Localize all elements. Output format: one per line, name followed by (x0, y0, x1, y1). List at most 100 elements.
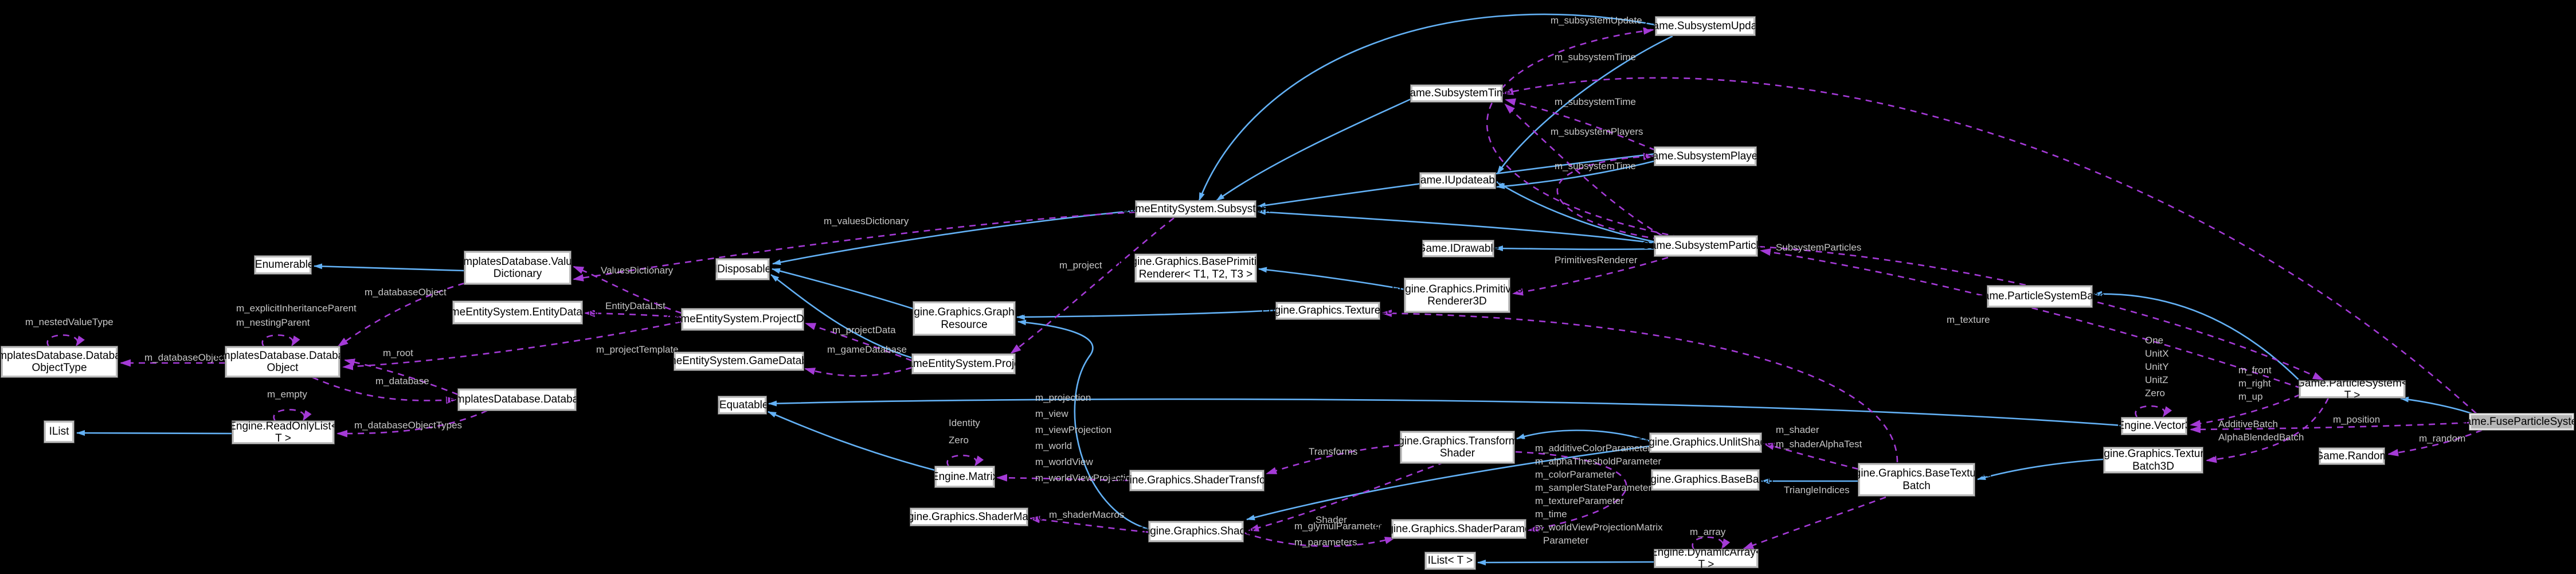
edge-subsystemplayers-to-iupdateable (1496, 159, 1657, 189)
edge-use-projectdata (805, 322, 913, 362)
node-subsystem-players[interactable]: Game.SubsystemPlayers (1644, 146, 1767, 166)
edge-subsystemtime-to-subsystem (1216, 97, 1412, 202)
edge-use-shaderparams (1243, 532, 1396, 547)
node-base-primitives-renderer[interactable]: Engine.Graphics.BasePrimitives Renderer<… (1118, 253, 1274, 283)
node-ilist-t[interactable]: IList< T > (1424, 552, 1476, 570)
node-database[interactable]: TemplatesDatabase.Database (444, 388, 590, 411)
node-textured-batch3d[interactable]: Engine.Graphics.Textured Batch3D (2090, 447, 2216, 474)
edge-label: m_front (2238, 365, 2272, 376)
edge-label: m_subsystemPlayers (1551, 126, 1643, 137)
node-base-batch[interactable]: Engine.Graphics.BaseBatch (1637, 469, 1774, 491)
node-project[interactable]: GameEntitySystem.Project (898, 353, 1029, 374)
node-shader-macro[interactable]: Engine.Graphics.ShaderMacro (895, 507, 1043, 526)
edge-label: Transforms (1309, 446, 1358, 457)
edge-label: m_view (1035, 408, 1068, 419)
edge-label: m_explicitInheritanceParent (236, 303, 357, 314)
edge-use-subsystemparticles (1760, 248, 2302, 389)
node-database-object-type[interactable]: TemplatesDatabase.Database ObjectType (0, 346, 132, 378)
node-iequatable[interactable]: IEquatable (717, 396, 768, 415)
node-graphics-resource[interactable]: Engine.Graphics.Graphics Resource (901, 301, 1028, 336)
edge-particlesystem-to-particlesystembase (2093, 291, 2305, 386)
node-readonly-list[interactable]: Engine.ReadOnlyList< T > (229, 420, 338, 444)
node-transformed-shader[interactable]: Engine.Graphics.Transformed Shader (1385, 431, 1530, 464)
node-particle-system-base[interactable]: Game.ParticleSystemBase (1975, 285, 2105, 308)
node-iupdateable[interactable]: Game.IUpdateable (1412, 172, 1504, 189)
edge-label: One (2145, 335, 2164, 346)
node-database-object[interactable]: TemplatesDatabase.Database Object (210, 346, 355, 378)
edge-label: TriangleIndices (1784, 485, 1850, 495)
node-particle-system-t[interactable]: Game.ParticleSystem< T > (2296, 377, 2408, 401)
edge-project-to-idisposable (770, 274, 914, 360)
edge-label: m_parameters (1294, 537, 1357, 548)
edge-label: m_right (2238, 378, 2271, 389)
edge-label: m_subsystemUpdate (1551, 15, 1642, 26)
edge-use-position (2190, 421, 2470, 434)
edge-use-shadermacros (1029, 516, 1149, 533)
edge-use-subsystemtime-from-fuse (1502, 77, 2477, 414)
edge-use-valuesdictionary (573, 265, 682, 314)
edge-label: m_nestedValueType (25, 317, 113, 327)
edge-label: m_subsystemTime (1555, 96, 1637, 107)
edge-loop-matrix (946, 454, 984, 467)
edge-use-entitydatalist (584, 309, 682, 318)
edge-label: AdditiveBatch (2218, 419, 2278, 429)
edge-label: UnitX (2145, 348, 2169, 359)
edge-use-gamedatabase (804, 366, 913, 377)
edge-label: m_projectData (832, 325, 896, 335)
node-fuse-particle-system: Game.FuseParticleSystem (2457, 413, 2576, 431)
node-texture2d[interactable]: Engine.Graphics.Texture2D (1261, 302, 1395, 320)
edge-subsystemupdate-to-iupdateable (1496, 35, 1673, 174)
node-primitives-renderer3d[interactable]: Engine.Graphics.Primitives Renderer3D (1392, 278, 1522, 313)
node-random[interactable]: Game.Random (2315, 447, 2389, 465)
edge-label: m_up (2238, 391, 2263, 402)
edge-label: AlphaBlendedBatch (2218, 432, 2304, 443)
node-unlit-shader[interactable]: Engine.Graphics.UnlitShader (1635, 432, 1776, 453)
edge-label: m_valuesDictionary (824, 216, 909, 227)
node-shader-transforms[interactable]: Engine.Graphics.ShaderTransforms (1110, 470, 1283, 491)
edge-label: m_time (1535, 509, 1567, 520)
node-idrawable[interactable]: Game.IDrawable (1418, 240, 1499, 257)
edge-label: m_worldViewProjectionMatrix (1535, 522, 1663, 533)
edge-loop-databaseobjecttype (46, 334, 85, 347)
edge-subsystemparticles-to-idrawable (1494, 245, 1656, 252)
edge-label: m_databaseObject (365, 287, 447, 298)
node-base-textured-batch[interactable]: Engine.Graphics.BaseTextured Batch (1842, 463, 1991, 497)
node-dynamic-array[interactable]: Engine.DynamicArray< T > (1650, 546, 1762, 571)
node-subsystem-particles[interactable]: Game.SubsystemParticles (1642, 235, 1770, 257)
edge-label: m_textureParameter (1535, 495, 1624, 506)
node-vector3[interactable]: Engine.Vector3 (2117, 417, 2191, 435)
edge-texture2d-to-graphicsresource (1016, 309, 1278, 320)
node-ienumerable[interactable]: IEnumerable (252, 255, 314, 275)
node-project-data[interactable]: GameEntitySystem.ProjectData (666, 308, 819, 331)
node-gameentitysystem-subsystem[interactable]: GameEntitySystem.Subsystem (1121, 200, 1271, 218)
edge-label: m_alphaThresholdParameter (1535, 456, 1662, 467)
edge-label: m_database (375, 376, 429, 386)
node-shader[interactable]: Engine.Graphics.Shader (1137, 521, 1255, 542)
node-shader-parameter[interactable]: Engine.Graphics.ShaderParameter (1374, 519, 1544, 539)
node-values-dictionary[interactable]: TemplatesDatabase.Values Dictionary (452, 251, 584, 285)
edge-loop-readonlylist (273, 409, 312, 421)
edge-label: Zero (2145, 388, 2165, 399)
edge-label: UnitY (2145, 361, 2169, 372)
node-ilist[interactable]: IList (44, 420, 75, 443)
edge-use-databaseobjecttypes (336, 409, 488, 438)
node-matrix[interactable]: Engine.Matrix (931, 466, 998, 488)
node-game-database[interactable]: GameEntitySystem.GameDatabase (653, 352, 825, 371)
edge-unlitshader-to-transformedshader (1516, 429, 1650, 442)
node-idisposable[interactable]: IDisposable (714, 258, 771, 280)
edge-use-transforms (1266, 444, 1401, 475)
edge-subsystemparticles-to-iupdateable (1496, 181, 1656, 243)
edge-use-subsystemupdate (1486, 27, 1680, 238)
edge-use-parameters-arc (1515, 451, 1627, 533)
edge-valuesdictionary-to-ienumerable (314, 263, 465, 272)
edge-use-random (2387, 429, 2483, 456)
edge-use-subsystemtime-from-particles (1504, 103, 1663, 237)
edge-label: m_colorParameter (1535, 469, 1615, 480)
node-subsystem-update[interactable]: Game.SubsystemUpdate (1645, 16, 1766, 36)
edge-label: m_texture (1947, 314, 1990, 325)
edge-label: PrimitivesRenderer (1555, 255, 1638, 265)
node-entity-data-list[interactable]: GameEntitySystem.EntityDataList (436, 300, 600, 325)
node-subsystem-time[interactable]: Game.SubsystemTime (1401, 84, 1512, 103)
edge-subsystemupdate-to-subsystem (1198, 13, 1658, 201)
